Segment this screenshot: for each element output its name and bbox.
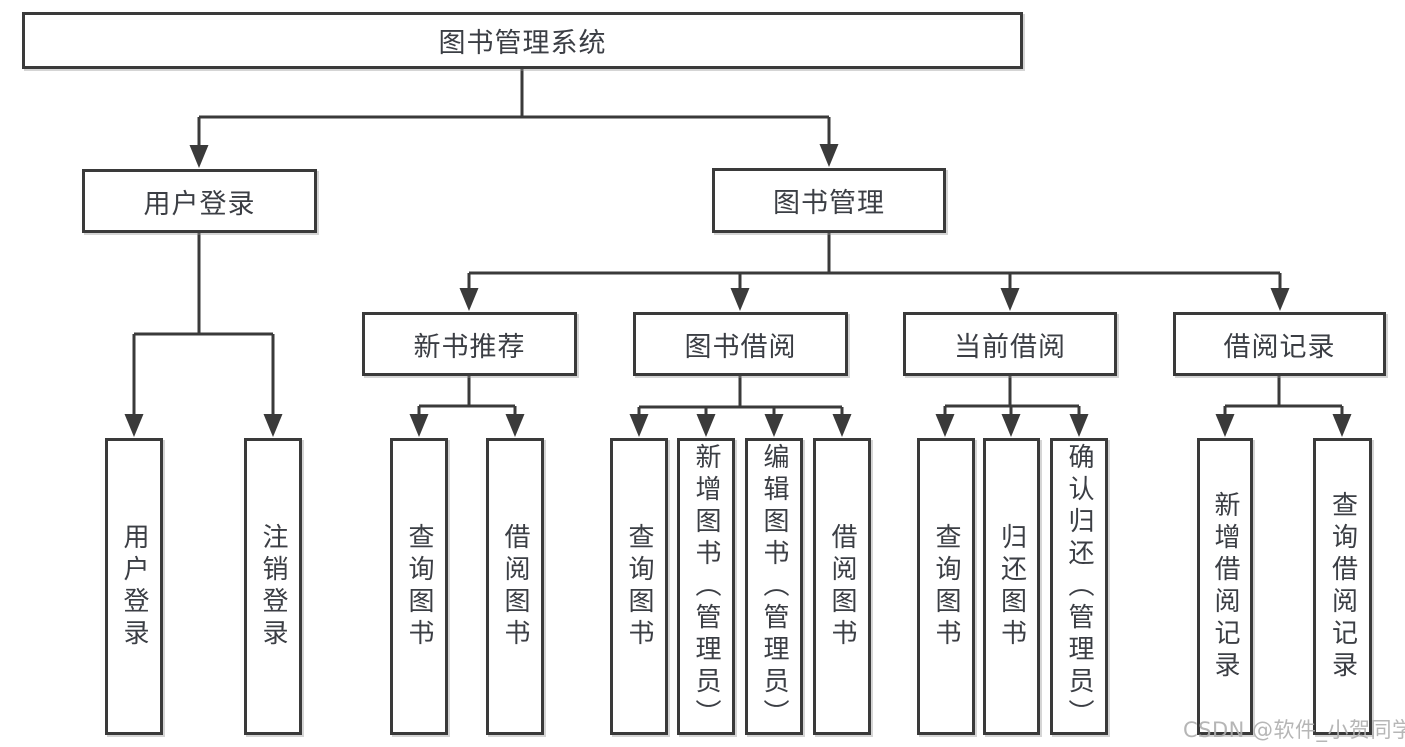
node-leaf-borrow-books-borrowing: 借阅图书 <box>813 438 871 735</box>
csdn-watermark: CSDN @软件_小贺同学 <box>1183 718 1405 742</box>
node-leaf-confirm-return-admin: 确认归还（管理员） <box>1050 438 1108 735</box>
node-book-borrowing-label: 图书借阅 <box>684 331 797 363</box>
arrowhead-down-icon <box>629 414 649 437</box>
connector-borrow-records-to-leaves <box>1215 376 1352 437</box>
connector-current-borrowing-to-leaves <box>935 376 1089 437</box>
arrowhead-down-icon <box>832 414 852 437</box>
node-book-management-label: 图书管理 <box>773 188 885 219</box>
node-borrowing-records: 借阅记录 <box>1173 312 1386 376</box>
node-current-borrowing-label: 当前借阅 <box>954 331 1066 363</box>
node-leaf-query-borrow-record: 查询借阅记录 <box>1313 438 1372 735</box>
arrowhead-down-icon <box>696 414 716 437</box>
node-leaf-user-login-label: 用户登录 <box>119 522 149 651</box>
node-leaf-edit-books-admin: 编辑图书（管理员） <box>745 438 803 735</box>
node-leaf-query-borrow-record-label: 查询借阅记录 <box>1327 490 1358 683</box>
arrowhead-down-icon <box>1000 288 1020 311</box>
arrowhead-down-icon <box>263 414 283 437</box>
node-new-book-recommend: 新书推荐 <box>362 312 577 376</box>
node-leaf-query-books-current-label: 查询图书 <box>931 522 961 651</box>
connector-book-borrowing-to-leaves <box>629 376 852 437</box>
node-leaf-return-books: 归还图书 <box>983 438 1040 735</box>
connector-root-to-level2 <box>189 69 839 168</box>
node-leaf-query-books-borrowing-label: 查询图书 <box>624 522 654 651</box>
node-current-borrowing: 当前借阅 <box>903 312 1117 376</box>
node-leaf-add-borrow-record-label: 新增借阅记录 <box>1210 490 1240 683</box>
node-leaf-query-books-recommend-label: 查询图书 <box>404 522 434 651</box>
arrowhead-down-icon <box>764 414 784 437</box>
node-leaf-borrow-books-recommend-label: 借阅图书 <box>500 522 530 651</box>
arrowhead-down-icon <box>189 145 209 168</box>
node-leaf-user-login: 用户登录 <box>105 438 163 735</box>
arrowhead-down-icon <box>459 288 479 311</box>
node-borrowing-records-label: 借阅记录 <box>1223 331 1336 363</box>
node-leaf-confirm-return-admin-label: 确认归还（管理员） <box>1064 442 1094 731</box>
connector-book-management-to-level3 <box>459 233 1290 311</box>
node-leaf-add-borrow-record: 新增借阅记录 <box>1197 438 1253 735</box>
arrowhead-down-icon <box>124 414 144 437</box>
arrowhead-down-icon <box>1270 288 1290 311</box>
arrowhead-down-icon <box>1069 414 1089 437</box>
connector-line <box>417 376 517 418</box>
node-leaf-borrow-books-borrowing-label: 借阅图书 <box>827 522 857 651</box>
node-leaf-return-books-label: 归还图书 <box>996 522 1027 651</box>
node-user-login-label: 用户登录 <box>143 188 256 220</box>
arrowhead-down-icon <box>935 414 955 437</box>
node-new-book-recommend-label: 新书推荐 <box>413 331 526 363</box>
node-book-management: 图书管理 <box>712 168 946 233</box>
connector-line <box>132 233 275 418</box>
node-leaf-borrow-books-recommend: 借阅图书 <box>486 438 544 735</box>
connector-line <box>943 376 1081 418</box>
node-user-login: 用户登录 <box>82 169 317 233</box>
node-leaf-query-books-current: 查询图书 <box>917 438 975 735</box>
connector-new-book-to-leaves <box>409 376 525 437</box>
arrowhead-down-icon <box>1215 414 1235 437</box>
node-book-borrowing: 图书借阅 <box>633 312 848 376</box>
node-leaf-logout: 注销登录 <box>244 438 302 735</box>
connector-line <box>467 233 1282 292</box>
arrowhead-down-icon <box>819 144 839 167</box>
node-root: 图书管理系统 <box>22 12 1023 69</box>
arrowhead-down-icon <box>409 414 429 437</box>
connector-line <box>1223 376 1344 418</box>
connector-line <box>637 376 844 418</box>
arrowhead-down-icon <box>1001 414 1021 437</box>
node-leaf-query-books-borrowing: 查询图书 <box>610 438 668 735</box>
node-leaf-logout-label: 注销登录 <box>258 522 288 651</box>
arrowhead-down-icon <box>1332 414 1352 437</box>
node-leaf-add-books-admin-label: 新增图书（管理员） <box>691 442 721 731</box>
connector-user-login-to-leaves <box>124 233 283 437</box>
node-root-label: 图书管理系统 <box>438 28 607 59</box>
node-leaf-add-books-admin: 新增图书（管理员） <box>677 438 735 735</box>
arrowhead-down-icon <box>730 288 750 311</box>
node-leaf-edit-books-admin-label: 编辑图书（管理员） <box>759 442 789 731</box>
arrowhead-down-icon <box>505 414 525 437</box>
connector-line <box>197 69 831 150</box>
node-leaf-query-books-recommend: 查询图书 <box>390 438 448 735</box>
